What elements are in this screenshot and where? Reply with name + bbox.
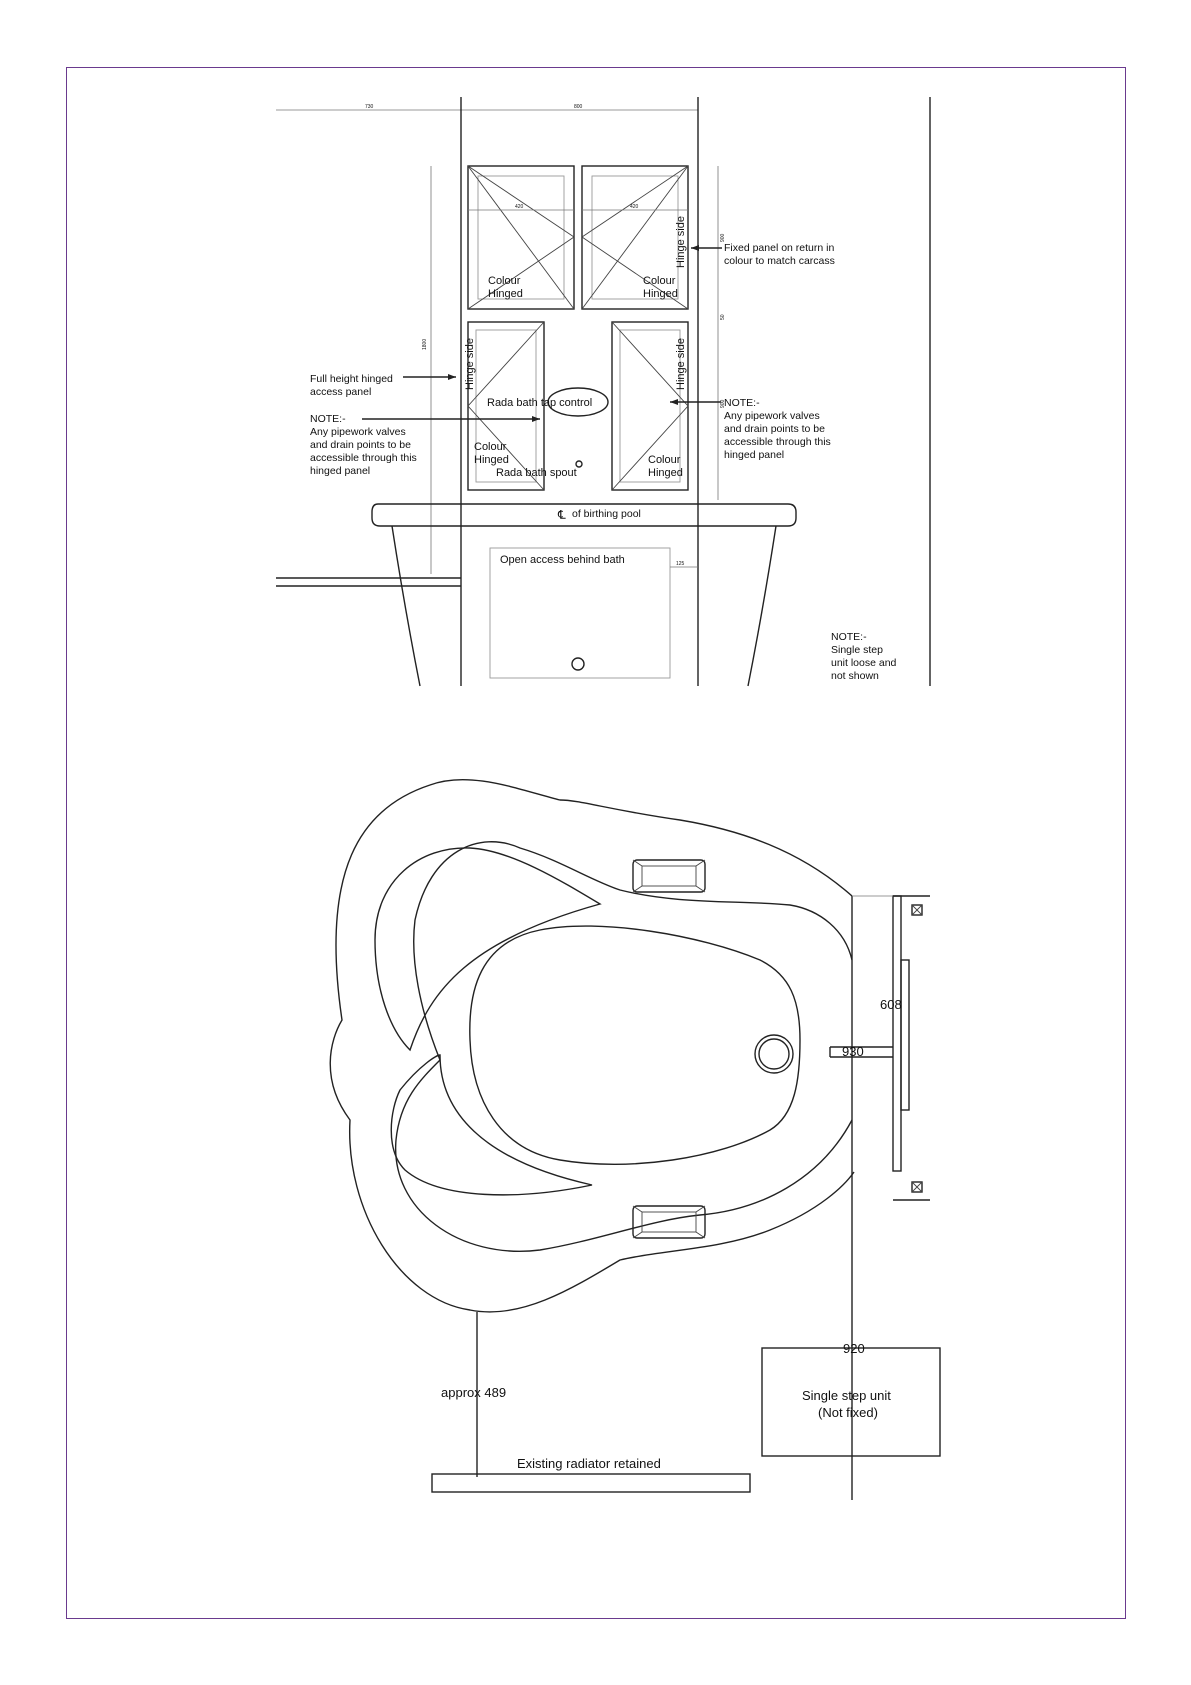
spout-label: Rada bath spout bbox=[496, 467, 577, 479]
open-access-area bbox=[489, 547, 671, 679]
note-right-arrow bbox=[670, 399, 678, 405]
drain-symbol bbox=[571, 657, 585, 671]
step-note-line2: unit loose and bbox=[831, 657, 897, 669]
plan-view: 608 930 920 Single step unit (Not fixed)… bbox=[329, 778, 941, 1500]
step-note-line3: not shown bbox=[831, 670, 879, 682]
tap-control-label: Rada bath tap control bbox=[487, 397, 592, 409]
note-left-line4: hinged panel bbox=[310, 465, 370, 477]
fixed-panel-arrow bbox=[691, 245, 699, 251]
handle-top bbox=[632, 859, 706, 893]
full-height-arrow bbox=[448, 374, 456, 380]
dim-panel-left: 420 bbox=[515, 204, 524, 210]
lower-right-panel: Hinge side Colour Hinged bbox=[611, 321, 689, 491]
upper-left-panel: 420 Colour Hinged bbox=[467, 165, 575, 310]
dim-panel-right: 420 bbox=[630, 204, 639, 210]
pool-inner-outline bbox=[395, 841, 853, 1252]
note-right-line3: accessible through this bbox=[724, 436, 831, 448]
approx-dim-label: approx 489 bbox=[441, 1385, 506, 1400]
lower-right-hinged: Hinged bbox=[648, 467, 683, 479]
page-border bbox=[66, 67, 1126, 1619]
upper-right-panel: 420 Colour Hinged Hinge side bbox=[581, 165, 689, 310]
upper-left-hinged: Hinged bbox=[488, 288, 523, 300]
birthing-pool-label: of birthing pool bbox=[572, 508, 641, 520]
plan-drain-inner bbox=[758, 1038, 790, 1070]
bath-body-right bbox=[747, 525, 777, 687]
step-unit-box bbox=[761, 1347, 941, 1457]
lower-right-colour: Colour bbox=[648, 454, 681, 466]
plan-dim-920: 920 bbox=[843, 1341, 865, 1356]
note-right-line4: hinged panel bbox=[724, 449, 784, 461]
lower-right-hinge-side: Hinge side bbox=[675, 338, 687, 390]
lower-left-colour: Colour bbox=[474, 441, 507, 453]
dim-center-width: 800 bbox=[574, 104, 583, 110]
upper-left-colour: Colour bbox=[488, 275, 521, 287]
spout-symbol bbox=[575, 460, 583, 468]
dim-left-width: 730 bbox=[365, 104, 374, 110]
note-right-line2: and drain points to be bbox=[724, 423, 825, 435]
upper-right-hinge-side: Hinge side bbox=[675, 216, 687, 268]
note-right-title: NOTE:- bbox=[724, 397, 760, 409]
step-note-line1: Single step bbox=[831, 644, 883, 656]
lower-left-panel: Hinge side Colour Hinged bbox=[464, 321, 545, 491]
bath-rim bbox=[371, 503, 797, 527]
dim-gap: 50 bbox=[720, 314, 726, 320]
lower-left-hinge-side: Hinge side bbox=[464, 338, 476, 390]
fixed-panel-line2: colour to match carcass bbox=[724, 255, 835, 267]
handle-bottom bbox=[632, 1205, 706, 1239]
dim-bottom-offset: 125 bbox=[676, 561, 685, 567]
step-note-title: NOTE:- bbox=[831, 631, 867, 643]
note-left-arrow bbox=[532, 416, 540, 422]
full-height-line2: access panel bbox=[310, 386, 371, 398]
elevation-view: 730 800 1800 900 50 900 420 Colour Hinge… bbox=[276, 97, 931, 687]
wall-assembly bbox=[829, 895, 930, 1500]
dim-height: 1800 bbox=[422, 339, 428, 350]
upper-right-colour: Colour bbox=[643, 275, 676, 287]
dim-lower-height: 900 bbox=[720, 399, 726, 408]
tap-control-ellipse bbox=[547, 387, 609, 417]
step-unit-label2: (Not fixed) bbox=[818, 1405, 878, 1420]
step-unit-label1: Single step unit bbox=[802, 1388, 891, 1403]
centerline-symbol: ℄ bbox=[557, 508, 566, 522]
note-left-title: NOTE:- bbox=[310, 413, 346, 425]
upper-right-hinged: Hinged bbox=[643, 288, 678, 300]
pool-basin bbox=[469, 925, 801, 1165]
pool-seat-upper bbox=[374, 847, 602, 1052]
note-right-line1: Any pipework valves bbox=[724, 410, 820, 422]
full-height-line1: Full height hinged bbox=[310, 373, 393, 385]
bath-body-left bbox=[391, 525, 421, 687]
note-left-line1: Any pipework valves bbox=[310, 426, 406, 438]
open-access-label: Open access behind bath bbox=[500, 554, 625, 566]
plan-dim-930: 930 bbox=[842, 1044, 864, 1059]
note-left-line2: and drain points to be bbox=[310, 439, 411, 451]
plan-dim-608: 608 bbox=[880, 997, 902, 1012]
pool-outer-outline bbox=[329, 778, 855, 1313]
lower-left-hinged: Hinged bbox=[474, 454, 509, 466]
note-left-line3: accessible through this bbox=[310, 452, 417, 464]
radiator-label: Existing radiator retained bbox=[517, 1456, 661, 1471]
dim-upper-height: 900 bbox=[720, 233, 726, 242]
pool-seat-lower bbox=[390, 1054, 593, 1196]
plan-drain-outer bbox=[754, 1034, 794, 1074]
radiator-box bbox=[431, 1473, 751, 1493]
fixed-panel-line1: Fixed panel on return in bbox=[724, 242, 834, 254]
